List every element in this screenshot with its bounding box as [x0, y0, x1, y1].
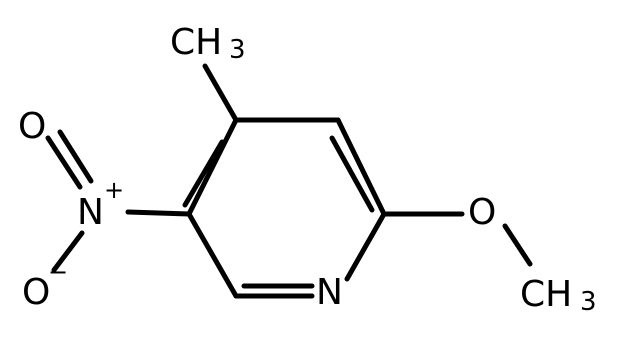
- nitrogen-plus-sign: +: [104, 176, 124, 204]
- bonds: [45, 63, 533, 299]
- bond-c6-c5: [335, 117, 387, 217]
- nitrogen-nitro-label: N: [77, 192, 104, 233]
- bond-o-ch3: [502, 223, 533, 267]
- ch3-bottom-subscript: 3: [580, 287, 597, 317]
- atom-labels: CH 3 O N + O − N O CH 3: [18, 22, 597, 317]
- oxygen-methoxy-label: O: [468, 192, 496, 233]
- bond-c4-c3-inner: [182, 139, 225, 208]
- bond-c4-ch3: [202, 63, 239, 123]
- ch3-top-label: CH: [170, 22, 222, 63]
- bond-c4-c3: [186, 117, 239, 217]
- bond-nitro-n-o-a: [45, 135, 83, 190]
- ch3-top-subscript: 3: [229, 35, 246, 65]
- bond-n1-c6: [344, 211, 387, 282]
- bond-nitro-n-o-b: [57, 129, 94, 184]
- oxygen-minus-label: O: [22, 272, 50, 313]
- nitrogen-ring-label: N: [316, 272, 343, 313]
- bond-c3-c2: [186, 211, 239, 299]
- bond-nitro-n-o-minus: [51, 230, 85, 273]
- bond-c6-c5-inner: [329, 135, 375, 213]
- oxygen-label: O: [18, 106, 46, 147]
- ch3-bottom-label: CH: [520, 274, 572, 315]
- oxygen-minus-sign: −: [48, 258, 68, 286]
- bond-c3-nitro-n: [125, 209, 192, 217]
